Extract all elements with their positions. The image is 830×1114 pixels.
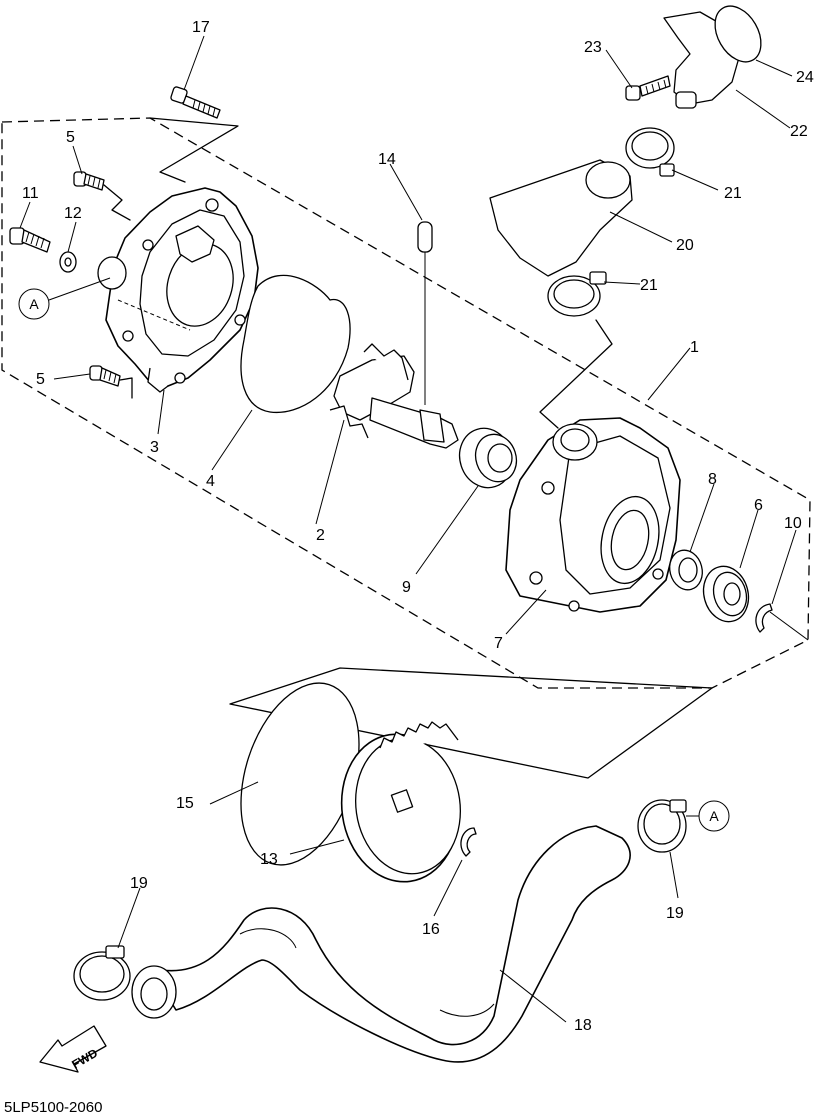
screw-5-upper [73,171,105,191]
drawing-code: 5LP5100-2060 [4,1099,102,1114]
reference-marker-right: A [686,800,730,832]
oil-seal-8 [669,549,703,591]
pump-cover-3 [97,187,259,393]
callout-5-lower: 5 [36,371,45,388]
assembly-group-boundary [1,117,811,689]
hose-clamp-19-left [73,945,131,1001]
circlip-10 [755,603,809,641]
callout-1: 1 [690,339,699,356]
bolt-17-bracket-line [149,117,239,183]
callout-22: 22 [790,123,808,140]
callout-24: 24 [796,69,814,86]
callout-19-right: 19 [666,905,684,922]
callout-17: 17 [192,19,210,36]
bolt-11 [9,227,51,253]
mechanical-seal-9 [458,427,518,489]
callout-6: 6 [754,497,763,514]
impeller-gear-13 [340,721,462,883]
svg-text:A: A [29,296,39,312]
callout-8: 8 [708,471,717,488]
screw-5-lower [89,365,121,387]
screw-5-upper-bracket [103,184,131,221]
o-ring-24 [714,5,762,63]
callout-18: 18 [574,1017,592,1034]
callout-13: 13 [260,851,278,868]
callout-numbers: 1 2 3 4 5 5 6 7 8 9 10 11 12 13 14 15 16… [22,19,814,1034]
pump-housing-1 [505,417,681,613]
callout-3: 3 [150,439,159,456]
callout-4: 4 [206,473,215,490]
lower-group-outline [229,667,713,779]
hose-18 [131,825,631,1063]
gasket-4 [240,274,351,414]
pin-14 [417,221,433,405]
washer-12 [59,251,77,273]
bolt-23 [625,75,671,101]
callout-5-upper: 5 [66,129,75,146]
callout-19-left: 19 [130,875,148,892]
callout-16: 16 [422,921,440,938]
hose-20 [489,159,633,277]
callout-7: 7 [494,635,503,652]
screw-5-lower-bracket [119,377,133,399]
reference-marker-left: A [18,277,111,320]
callout-11: 11 [22,185,39,202]
callout-15: 15 [176,795,194,812]
callout-21-upper: 21 [724,185,742,202]
callout-21-lower: 21 [640,277,658,294]
hose-clamp-19-right [637,799,687,853]
callout-2: 2 [316,527,325,544]
bearing-6 [702,565,750,623]
bolt-17 [170,86,221,119]
callout-9: 9 [402,579,411,596]
callout-23: 23 [584,39,602,56]
fwd-direction-arrow: FWD [39,1025,107,1073]
impeller-shaft-2 [329,343,459,449]
hose-20-bracket [539,319,613,429]
callout-10: 10 [784,515,802,532]
leader-lines [19,35,797,1023]
callout-20: 20 [676,237,694,254]
callout-12: 12 [64,205,82,222]
callout-14: 14 [378,151,396,168]
hose-clamp-21-lower [547,271,607,317]
hose-clamp-21-upper [625,127,675,177]
svg-text:A: A [709,808,719,824]
circlip-16 [460,827,477,857]
